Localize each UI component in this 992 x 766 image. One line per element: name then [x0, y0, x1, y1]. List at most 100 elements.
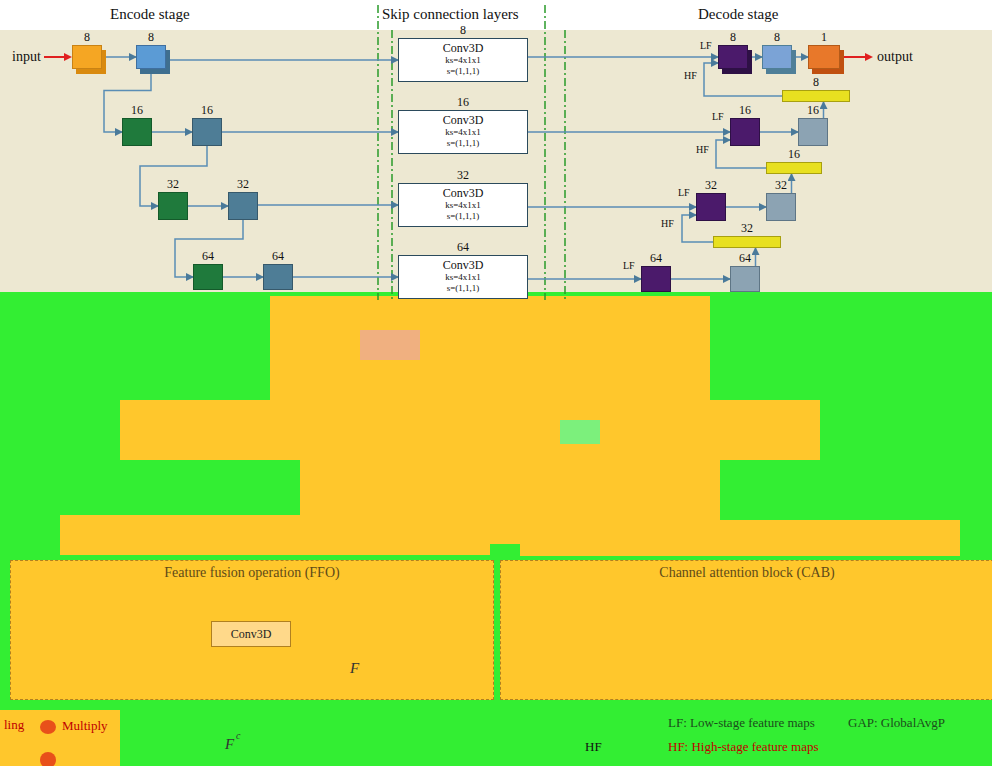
io-label: input — [12, 49, 41, 64]
dash-line — [391, 30, 393, 300]
port-label: LF — [700, 40, 712, 51]
down-block: 32 — [158, 192, 188, 220]
skip-conv-box: Conv3Dks=4x1x1s=(1,1,1)16 — [398, 110, 528, 154]
port-label: HF — [696, 144, 709, 155]
connector — [760, 131, 798, 133]
fusion-block: 64 — [641, 266, 671, 292]
box-text: s=(1,1,1) — [447, 283, 480, 294]
panel-title: Feature fusion operation (FFO) — [11, 565, 493, 581]
cab-panel: Channel attention block (CAB) — [500, 560, 992, 700]
connector — [188, 205, 228, 207]
box-body: Conv3Dks=4x1x1s=(1,1,1) — [399, 39, 527, 77]
box-text: ks=4x1x1 — [445, 272, 481, 283]
port-label: HF — [661, 218, 674, 229]
fusion-block: 8 — [718, 45, 748, 69]
ffo-panel: Feature fusion operation (FFO) Conv3D — [10, 560, 494, 700]
port-label: HF — [585, 740, 602, 754]
channel-number: 64 — [457, 241, 469, 254]
connector — [528, 131, 730, 133]
upsample-bar: 8 — [782, 90, 850, 102]
input-arrow — [44, 56, 66, 58]
legend-note: LF: Low-stage feature maps — [668, 716, 815, 730]
conv-block: 32 — [228, 192, 258, 220]
upsample-bar: 16 — [766, 162, 822, 174]
box-text: s=(1,1,1) — [447, 211, 480, 222]
io-label: output — [877, 49, 913, 64]
channel-number: 8 — [813, 76, 819, 89]
conv-block: 16 — [192, 118, 222, 146]
skip-conv-box: Conv3Dks=4x1x1s=(1,1,1)32 — [398, 183, 528, 227]
upsample-bar: 32 — [713, 236, 781, 248]
connector — [528, 206, 696, 208]
symbol-label: F — [350, 660, 359, 677]
port-label: LF — [623, 260, 635, 271]
conv-block: 8 — [762, 45, 792, 69]
box-text: Conv3D — [443, 113, 484, 127]
green-block — [560, 420, 600, 444]
channel-number: 64 — [202, 250, 214, 263]
fusion-block: 16 — [730, 118, 760, 146]
channel-number: 16 — [201, 104, 213, 117]
panel-title: Channel attention block (CAB) — [501, 565, 992, 581]
box-text: s=(1,1,1) — [447, 138, 480, 149]
channel-number: 8 — [148, 31, 154, 44]
port-label: LF — [712, 111, 724, 122]
conv-block: 32 — [766, 193, 796, 221]
connector — [152, 131, 192, 133]
connector — [528, 278, 641, 280]
box-text: ks=4x1x1 — [445, 127, 481, 138]
box-text: Conv3D — [212, 622, 290, 646]
orange-block — [120, 400, 820, 460]
connector — [166, 59, 398, 61]
connector — [748, 56, 762, 58]
box-text: Conv3D — [443, 258, 484, 272]
dash-line — [564, 30, 566, 300]
connector — [755, 248, 757, 266]
connector — [223, 276, 263, 278]
channel-number: 16 — [457, 96, 469, 109]
conv-block: 64 — [263, 264, 293, 290]
channel-number: 8 — [730, 31, 736, 44]
box-body: Conv3Dks=4x1x1s=(1,1,1) — [399, 256, 527, 294]
orange-block — [520, 520, 960, 556]
channel-number: 16 — [131, 104, 143, 117]
channel-number: 8 — [774, 31, 780, 44]
connector — [293, 276, 398, 278]
orange-block — [60, 515, 490, 555]
box-text: s=(1,1,1) — [447, 66, 480, 77]
legend-swatch — [40, 720, 56, 734]
legend-text: Multiply — [62, 718, 108, 734]
box-body: Conv3Dks=4x1x1s=(1,1,1) — [399, 111, 527, 149]
connector — [222, 131, 398, 133]
channel-number: 64 — [272, 250, 284, 263]
connector — [792, 56, 808, 58]
channel-number: 8 — [84, 31, 90, 44]
connector — [791, 174, 793, 193]
output-arrow — [865, 53, 873, 61]
port-label: HF — [684, 70, 697, 81]
input-block: 8 — [72, 45, 102, 69]
box-text: ks=4x1x1 — [445, 55, 481, 66]
output-block: 1 — [808, 45, 840, 69]
box-text: Conv3D — [443, 186, 484, 200]
channel-number: 16 — [788, 148, 800, 161]
channel-number: 16 — [807, 104, 819, 117]
connector — [726, 206, 766, 208]
orange-block — [360, 330, 420, 360]
orange-block — [0, 710, 120, 766]
port-label: LF — [678, 187, 690, 198]
conv-block: 16 — [798, 118, 828, 146]
dash-line — [544, 5, 546, 300]
down-block: 16 — [122, 118, 152, 146]
channel-number: 64 — [650, 252, 662, 265]
stage-title: Decode stage — [698, 6, 778, 23]
channel-number: 32 — [167, 178, 179, 191]
connector — [671, 278, 730, 280]
legend-note: HF: High-stage feature maps — [668, 740, 819, 754]
stage-title: Skip connection layers — [382, 6, 519, 23]
conv-box: Conv3D — [211, 621, 291, 647]
dash-line — [377, 5, 379, 300]
channel-number: 8 — [460, 24, 466, 37]
legend-fragment: ling — [4, 718, 24, 732]
skip-conv-box: Conv3Dks=4x1x1s=(1,1,1)8 — [398, 38, 528, 82]
